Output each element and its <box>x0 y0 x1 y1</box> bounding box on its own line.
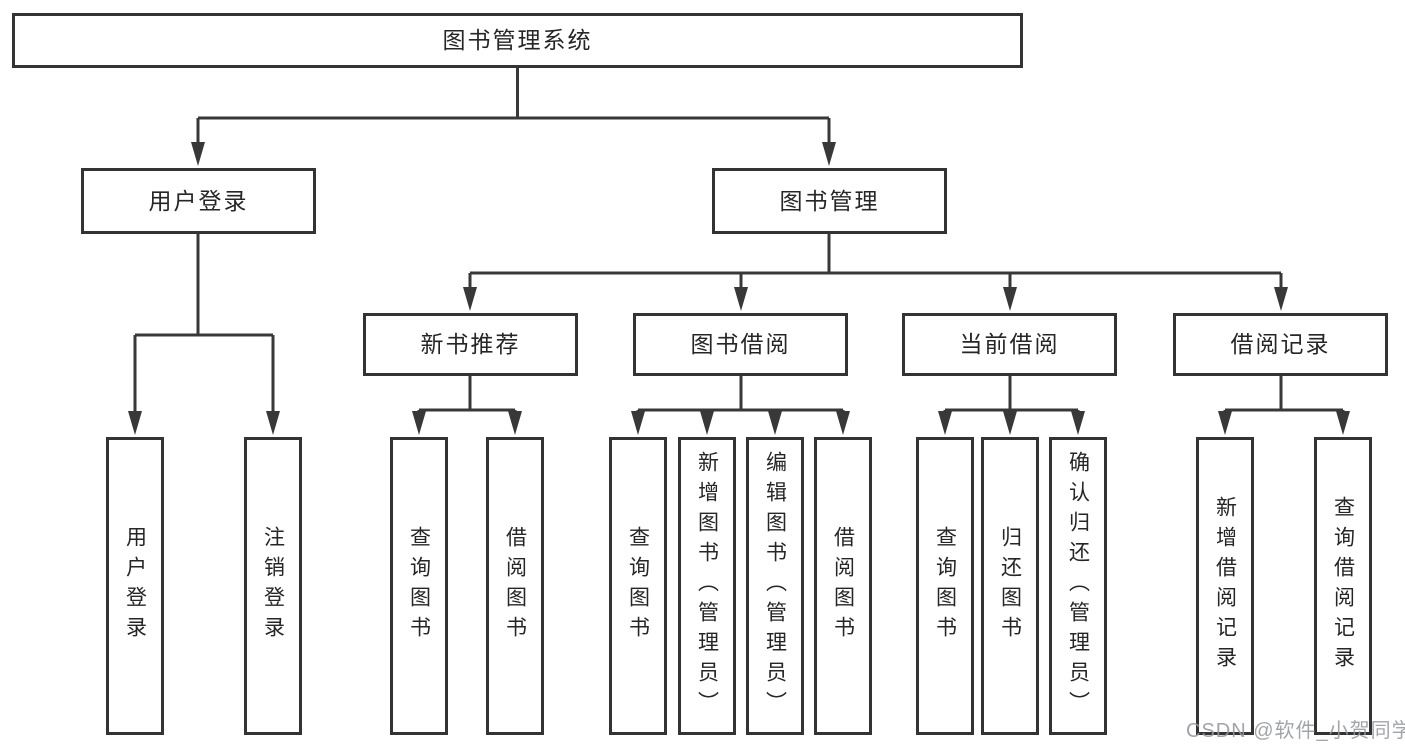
leaf-query-borrow-record: 查询借阅记录 <box>1314 437 1372 735</box>
leaf-edit-book-admin: 编辑图书（管理员） <box>746 437 804 735</box>
leaf-add-book-admin: 新增图书（管理员） <box>678 437 736 735</box>
leaf-user-login: 用户登录 <box>106 437 164 735</box>
node-user-login: 用户登录 <box>81 168 316 234</box>
leaf-add-borrow-record: 新增借阅记录 <box>1196 437 1254 735</box>
node-borrow-records: 借阅记录 <box>1173 313 1388 376</box>
leaf-query-books-current: 查询图书 <box>916 437 974 735</box>
node-book-borrow: 图书借阅 <box>633 313 848 376</box>
leaf-query-books-recommend: 查询图书 <box>390 437 448 735</box>
leaf-confirm-return-admin: 确认归还（管理员） <box>1049 437 1107 735</box>
watermark: CSDN @软件_小贺同学 <box>1186 720 1405 742</box>
node-root: 图书管理系统 <box>12 13 1023 68</box>
node-current-borrow: 当前借阅 <box>902 313 1117 376</box>
leaf-borrow-books-recommend: 借阅图书 <box>486 437 544 735</box>
node-book-management: 图书管理 <box>712 168 947 234</box>
leaf-logout: 注销登录 <box>244 437 302 735</box>
leaf-query-books-borrow: 查询图书 <box>609 437 667 735</box>
leaf-borrow-books: 借阅图书 <box>814 437 872 735</box>
node-new-book-recommend: 新书推荐 <box>363 313 578 376</box>
leaf-return-book: 归还图书 <box>981 437 1039 735</box>
